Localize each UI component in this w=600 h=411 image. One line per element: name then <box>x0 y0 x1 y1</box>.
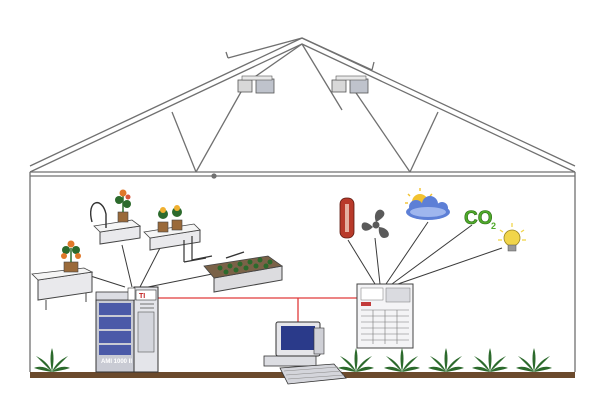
heater-unit-icon <box>331 75 369 94</box>
co2-label: CO <box>464 208 493 229</box>
fan-icon <box>361 209 389 238</box>
light-bulb-icon <box>498 223 526 252</box>
crop-plant-icon <box>338 348 374 372</box>
crop-plant-icon <box>34 348 70 372</box>
seedling-bench-icon <box>143 205 213 263</box>
controller-label: AMI 1000 II <box>101 359 132 365</box>
weather-cloud-sun-icon <box>405 188 450 220</box>
sensor-wires <box>77 221 503 288</box>
control-cabinet-icon <box>95 286 159 373</box>
data-cable <box>158 297 357 328</box>
thermometer-icon <box>339 197 355 239</box>
plant-tray-icon <box>90 189 142 245</box>
crop-plant-icon <box>384 348 420 372</box>
climate-computer-icon <box>356 283 414 349</box>
seedling-tray-icon <box>203 251 284 293</box>
computer-icon <box>263 321 347 385</box>
potted-plant-sensor-icon <box>31 240 94 310</box>
crop-plant-icon <box>516 348 552 372</box>
co2-icon: CO 2 <box>464 208 496 231</box>
greenhouse-frame <box>29 37 576 372</box>
co2-subscript: 2 <box>491 221 496 231</box>
crop-row <box>34 348 552 372</box>
crop-plant-icon <box>428 348 464 372</box>
heater-unit-icon <box>237 75 275 94</box>
controller-badge: TI <box>139 293 145 300</box>
crop-plant-icon <box>472 348 508 372</box>
